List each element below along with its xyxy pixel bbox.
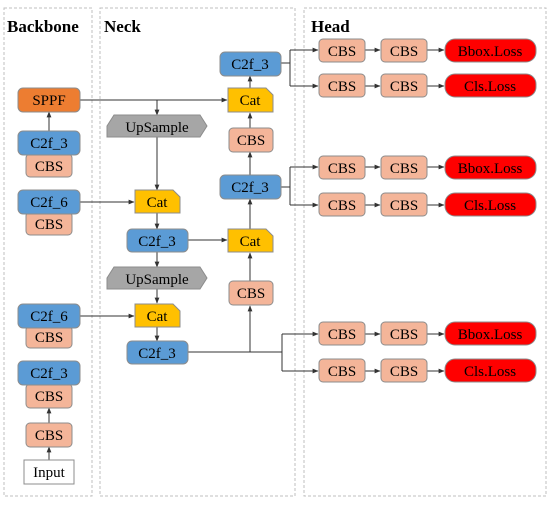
svg-text:CBS: CBS (328, 79, 356, 95)
head-cbs-a-label: CBS (328, 44, 356, 60)
neck-cat-node-1: Cat (134, 189, 181, 214)
edges (46, 47, 445, 460)
backbone-cbs-node-2: CBS (25, 383, 73, 409)
svg-text:C2f_3: C2f_3 (30, 136, 68, 152)
svg-text:CBS: CBS (35, 330, 63, 346)
backbone-sppf-node: SPPF (17, 87, 81, 113)
svg-text:CBS: CBS (390, 198, 418, 214)
neck-c2f3-node-1: C2f_3 (126, 228, 189, 253)
svg-text:C2f_6: C2f_6 (30, 309, 68, 325)
svg-text:CBS: CBS (35, 428, 63, 444)
backbone-cbs-node-1: CBS (25, 422, 73, 448)
neck-upsample-node-2: UpSample (106, 266, 208, 290)
svg-text:SPPF: SPPF (32, 93, 65, 109)
svg-text:C2f_3: C2f_3 (231, 180, 269, 196)
svg-text:Bbox.Loss: Bbox.Loss (458, 161, 523, 177)
backbone-cbs-node-4: CBS (25, 211, 73, 236)
svg-text:C2f_3: C2f_3 (138, 234, 176, 250)
head-cbs-b-label: CBS (390, 44, 418, 60)
backbone-c2f3-node-1: C2f_3 (17, 360, 81, 386)
svg-text:C2f_3: C2f_3 (30, 366, 68, 382)
neck-cat-node-3: Cat (227, 228, 274, 253)
svg-text:Cls.Loss: Cls.Loss (464, 198, 516, 214)
backbone-cbs-node-5: CBS (25, 153, 73, 178)
neck-cbs-node-2: CBS (228, 127, 274, 153)
neck-cat-node-2: Cat (134, 303, 181, 328)
head-title: Head (311, 17, 350, 36)
head-row-4: CBS CBS Cls.Loss (318, 192, 537, 217)
svg-text:Cls.Loss: Cls.Loss (464, 79, 516, 95)
svg-text:C2f_3: C2f_3 (231, 57, 269, 73)
svg-text:CBS: CBS (390, 327, 418, 343)
neck-cbs-node-1: CBS (228, 280, 274, 306)
backbone-input-label: Input (33, 465, 65, 481)
svg-text:C2f_3: C2f_3 (138, 346, 176, 362)
neck-cat-node-4: Cat (227, 87, 274, 113)
svg-text:CBS: CBS (237, 133, 265, 149)
backbone-c2f6-node-1: C2f_6 (17, 303, 81, 329)
svg-text:CBS: CBS (237, 286, 265, 302)
svg-text:CBS: CBS (35, 217, 63, 233)
head-row-6: CBS CBS Cls.Loss (318, 358, 537, 383)
head-row-3: CBS CBS Bbox.Loss (318, 155, 537, 180)
svg-text:CBS: CBS (328, 161, 356, 177)
svg-text:CBS: CBS (35, 389, 63, 405)
neck-upsample-node-1: UpSample (106, 114, 208, 138)
svg-text:CBS: CBS (328, 198, 356, 214)
svg-text:UpSample: UpSample (125, 120, 189, 136)
backbone-cbs-node-3: CBS (25, 325, 73, 349)
backbone-title: Backbone (7, 17, 79, 36)
svg-text:CBS: CBS (35, 159, 63, 175)
backbone-c2f3-node-2: C2f_3 (17, 130, 81, 156)
svg-text:CBS: CBS (390, 161, 418, 177)
head-row-1: CBS CBS Bbox.Loss (318, 38, 537, 63)
backbone-input-node: Input (23, 459, 75, 485)
svg-text:UpSample: UpSample (125, 272, 189, 288)
neck-c2f3-node-3: C2f_3 (219, 174, 282, 200)
svg-text:CBS: CBS (328, 364, 356, 380)
neck-c2f3-node-2: C2f_3 (126, 340, 189, 365)
svg-text:CBS: CBS (328, 327, 356, 343)
svg-text:Cat: Cat (147, 195, 169, 211)
head-row-2: CBS CBS Cls.Loss (318, 73, 537, 98)
head-loss-label: Bbox.Loss (458, 44, 523, 60)
svg-text:Cls.Loss: Cls.Loss (464, 364, 516, 380)
svg-text:Bbox.Loss: Bbox.Loss (458, 327, 523, 343)
head-row-5: CBS CBS Bbox.Loss (318, 321, 537, 346)
svg-text:Cat: Cat (147, 309, 169, 325)
svg-text:C2f_6: C2f_6 (30, 195, 68, 211)
svg-text:CBS: CBS (390, 364, 418, 380)
svg-text:Cat: Cat (240, 234, 262, 250)
svg-text:Cat: Cat (240, 93, 262, 109)
neck-c2f3-node-4: C2f_3 (219, 51, 282, 77)
backbone-c2f6-node-2: C2f_6 (17, 189, 81, 215)
neck-title: Neck (104, 17, 141, 36)
svg-text:CBS: CBS (390, 79, 418, 95)
